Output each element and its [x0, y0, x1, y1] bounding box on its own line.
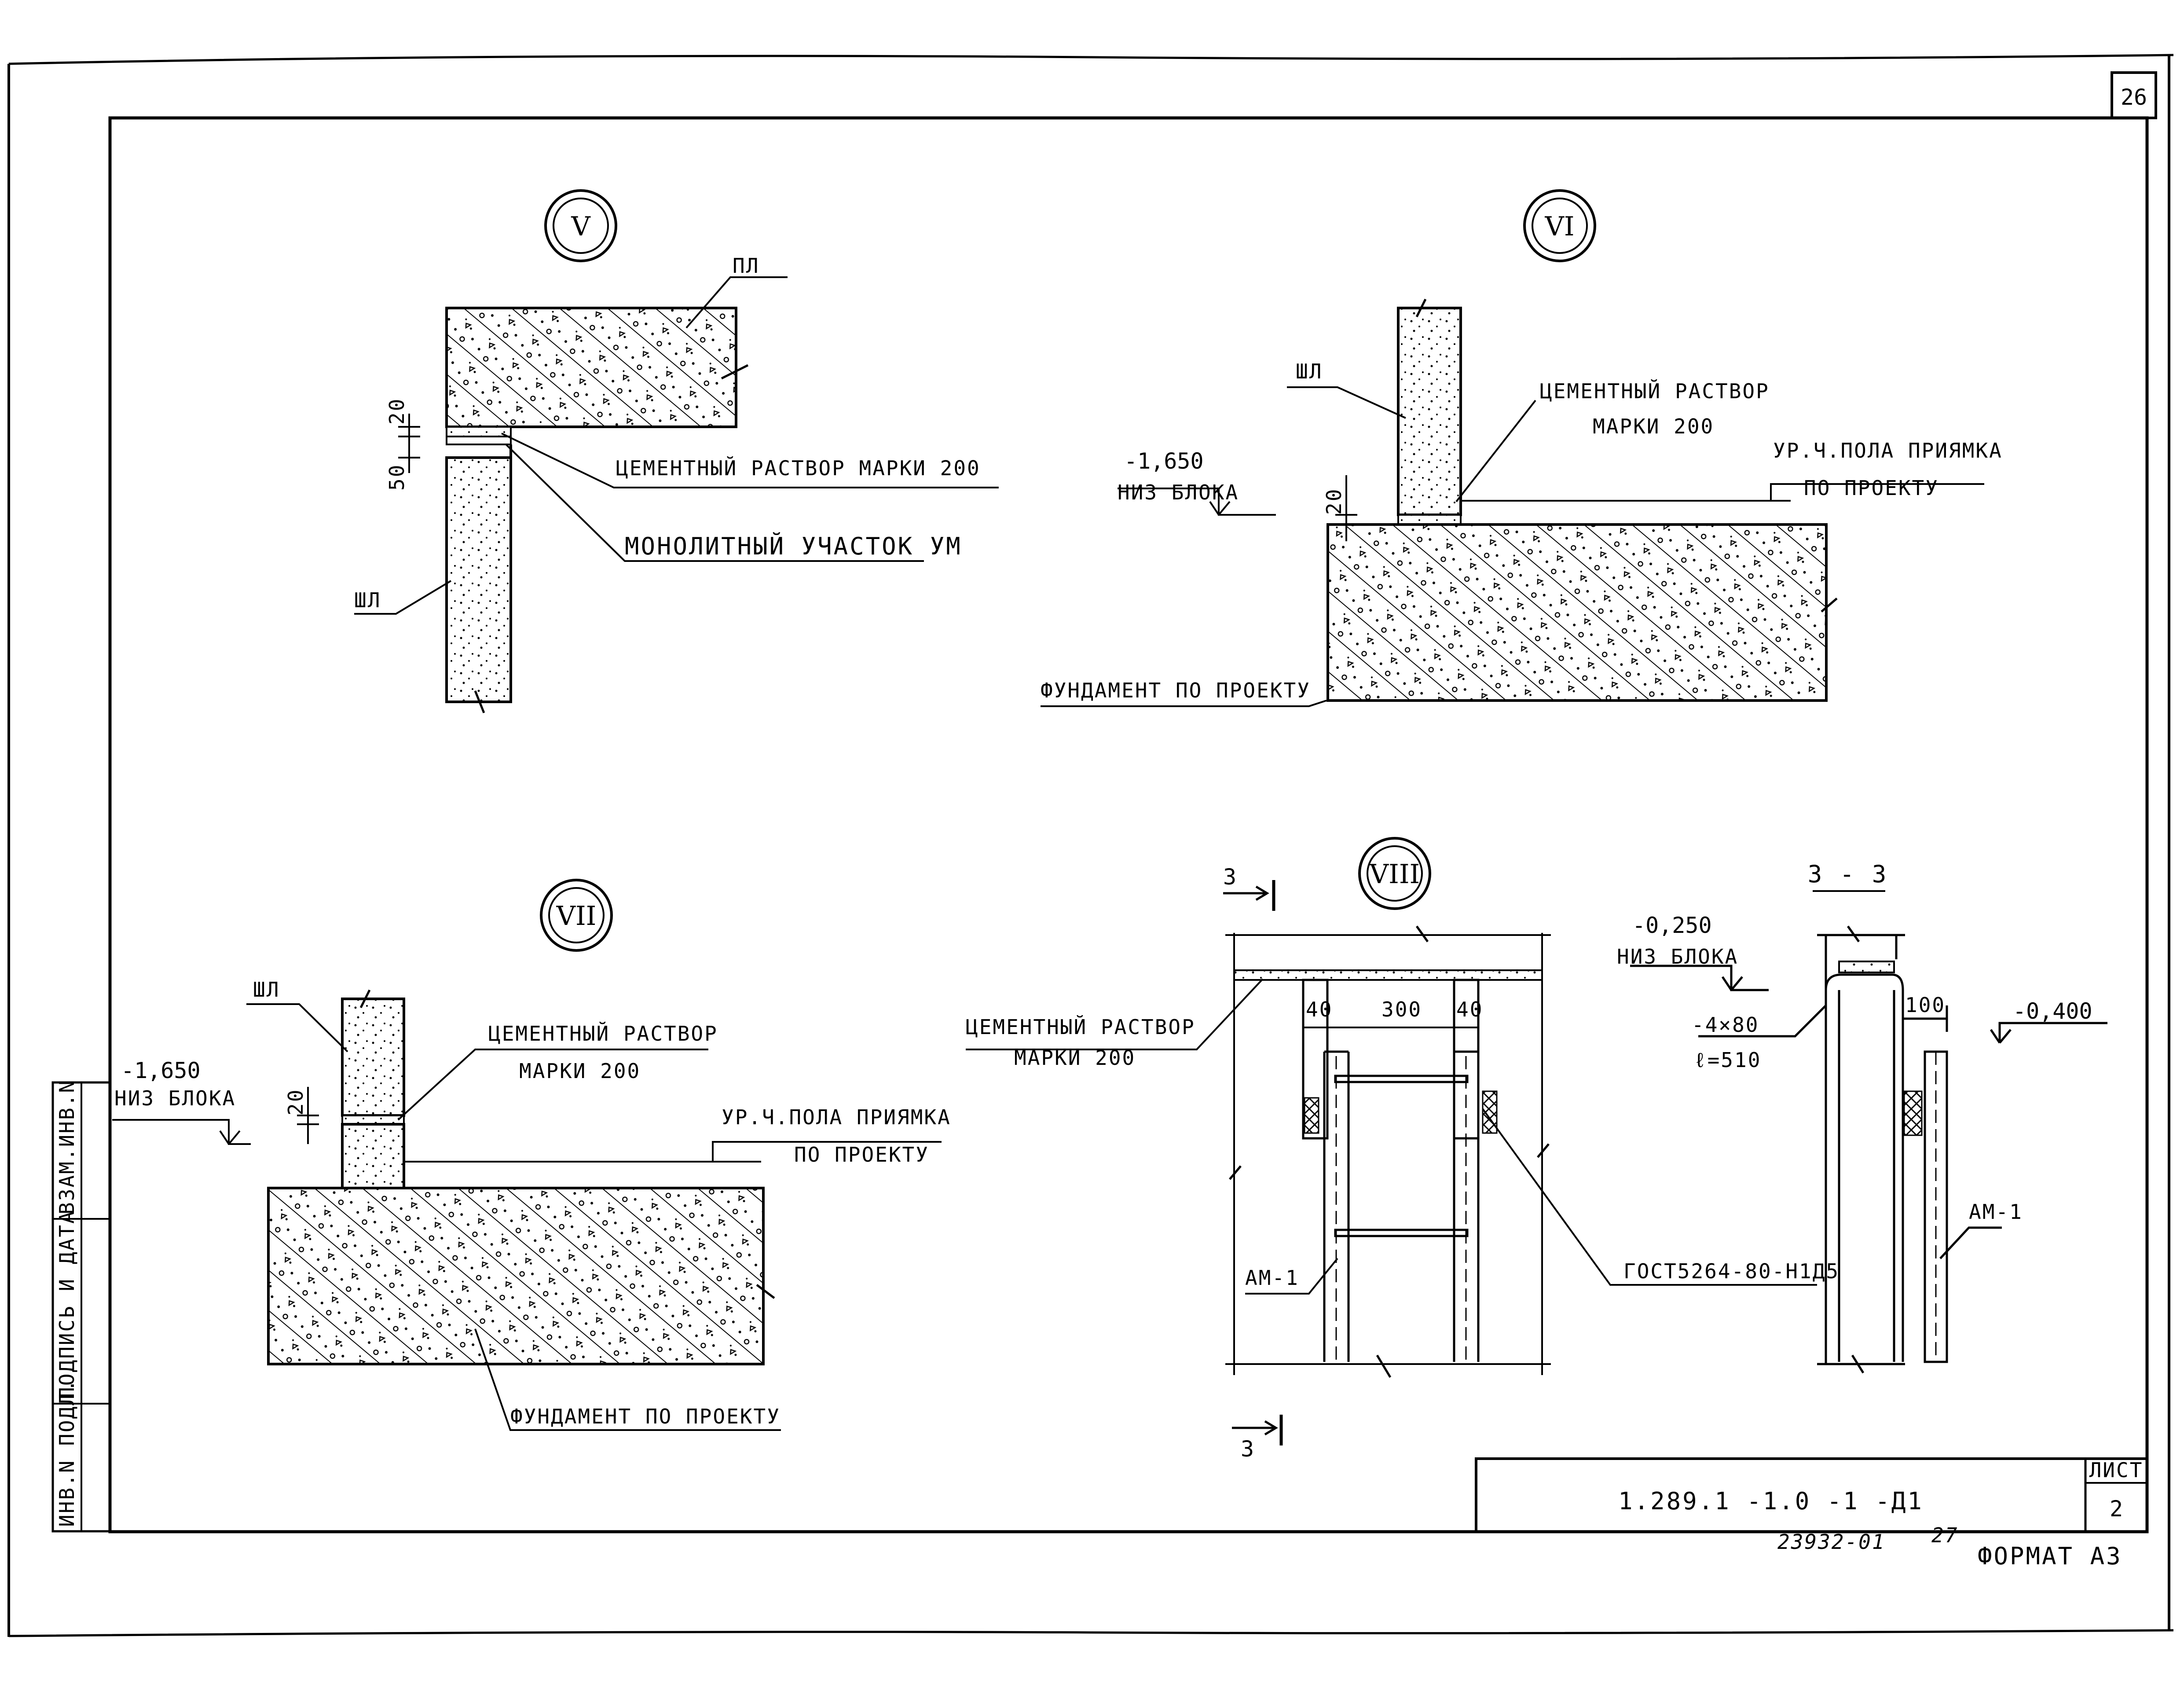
sheet-frame: [7, 54, 2174, 1637]
node-vii-level: -1,650: [121, 1058, 201, 1083]
node-v-label-shl: ШЛ: [354, 588, 381, 612]
page-number: 26: [2121, 84, 2147, 110]
node-vii-level-note: НИЗ БЛОКА: [114, 1086, 236, 1110]
section-mark-bottom-label: 3: [1241, 1436, 1254, 1462]
node-v-mortar-layer: [446, 426, 512, 437]
section-3-3-plate-length: ℓ=510: [1694, 1048, 1761, 1072]
node-vi-level: -1,650: [1124, 448, 1204, 474]
node-v-marker: V: [544, 189, 617, 262]
section-3-3-level-right: -0,400: [2013, 998, 2092, 1024]
node-v-label-monolith: МОНОЛИТНЫЙ УЧАСТОК УМ: [625, 532, 962, 560]
sheet-number: 2: [2110, 1496, 2123, 1522]
node-vii-wall-lower: [341, 1123, 405, 1189]
node-vi-label-foundation: ФУНДАМЕНТ ПО ПРОЕКТУ: [1041, 679, 1311, 702]
node-vii-label-shl: ШЛ: [253, 978, 280, 1001]
node-v-slab: [445, 307, 737, 428]
node-viii-label-gost: ГОСТ5264-80-Н1Д5: [1623, 1259, 1840, 1283]
node-vi-marker: VI: [1523, 189, 1596, 262]
node-vii-wall-panel: [341, 998, 405, 1117]
node-viii-weld-left: [1304, 1097, 1319, 1134]
node-viii-label-mortar-2: МАРКИ 200: [1014, 1046, 1136, 1070]
node-viii-label-am: АМ-1: [1245, 1266, 1299, 1290]
node-v: V ПЛ ЦЕМЕНТНЫЙ РАСТВОР МАРКИ 200 МОНОЛИТ…: [354, 189, 999, 713]
node-v-wall-panel: [445, 456, 512, 703]
node-v-dim-50: 50: [385, 464, 409, 491]
node-vi: VI ШЛ ЦЕМЕНТНЫЙ РАСТВОР МАРКИ 200 УР.Ч.П…: [1041, 189, 2003, 707]
node-vii-label-floor-1: УР.Ч.ПОЛА ПРИЯМКА: [722, 1105, 951, 1129]
node-viii-label-mortar-1: ЦЕМЕНТНЫЙ РАСТВОР: [966, 1015, 1195, 1039]
node-vii-dim-20: 20: [284, 1089, 308, 1115]
node-vii-label-foundation: ФУНДАМЕНТ ПО ПРОЕКТУ: [510, 1405, 781, 1428]
node-viii-marker: VIII: [1358, 837, 1431, 910]
page-number-box: 26: [2111, 71, 2157, 119]
node-vii-marker: VII: [540, 879, 613, 952]
section-3-3-dim-100: 100: [1905, 993, 1946, 1017]
section-3-3-label-am: АМ-1: [1969, 1200, 2023, 1224]
node-v-label-pl: ПЛ: [733, 254, 759, 278]
section-mark-bottom: [1232, 1415, 1283, 1445]
node-vi-wall-panel: [1397, 307, 1462, 516]
archive-sub: 27: [1931, 1523, 1958, 1547]
side-stamp-inv: ИНВ.N ПОДЛ.: [55, 1378, 79, 1527]
node-v-id: V: [571, 211, 591, 242]
sheet-label: ЛИСТ: [2089, 1458, 2144, 1482]
section-3-3-level-top: -0,250: [1632, 913, 1712, 938]
section-mark-top-label: 3: [1223, 864, 1236, 890]
section-mark-top: [1223, 880, 1275, 911]
node-v-monolith: [446, 436, 512, 445]
title-block: 1.289.1 -1.0 -1 -Д1 ЛИСТ 2: [1475, 1457, 2148, 1533]
node-vi-label-mortar-2: МАРКИ 200: [1593, 414, 1714, 438]
node-viii-dim-300: 300: [1381, 998, 1422, 1021]
node-vii: VII ШЛ ЦЕМЕНТНЫЙ РАСТВОР МАРКИ 200 УР.Ч.…: [112, 879, 951, 1431]
side-stamp-sign: ПОДПИСЬ И ДАТА: [55, 1210, 79, 1399]
node-vi-level-note: НИЗ БЛОКА: [1118, 481, 1239, 504]
drawing-designation: 1.289.1 -1.0 -1 -Д1: [1618, 1487, 1924, 1515]
side-stamp: ИНВ.N ПОДЛ. ПОДПИСЬ И ДАТА ВЗАМ.ИНВ.N: [51, 1079, 111, 1533]
node-vi-id: VI: [1544, 211, 1574, 242]
node-vi-dim-20: 20: [1322, 488, 1346, 515]
node-viii-dim-40-left: 40: [1306, 998, 1333, 1021]
section-3-3-plate: -4×80: [1692, 1013, 1759, 1037]
node-vi-label-floor-2: ПО ПРОЕКТУ: [1804, 476, 1939, 500]
section-3-3-mortar: [1838, 961, 1895, 973]
node-vi-label-floor-1: УР.Ч.ПОЛА ПРИЯМКА: [1773, 439, 2003, 462]
node-viii: VIII 3 3: [966, 837, 1840, 1462]
node-vii-id: VII: [556, 901, 597, 932]
format-label: ФОРМАТ А3: [1978, 1542, 2122, 1570]
section-3-3-title: 3 - 3: [1808, 860, 1888, 888]
section-3-3-level-note: НИЗ БЛОКА: [1617, 945, 1738, 968]
node-vi-mortar-layer: [1397, 514, 1462, 525]
node-vii-label-mortar-2: МАРКИ 200: [519, 1059, 641, 1083]
node-viii-mortar-layer: [1233, 969, 1543, 981]
node-vii-foundation: [267, 1187, 765, 1365]
node-v-label-mortar: ЦЕМЕНТНЫЙ РАСТВОР МАРКИ 200: [616, 456, 981, 480]
node-vi-foundation: [1327, 523, 1828, 702]
side-stamp-replace: ВЗАМ.ИНВ.N: [55, 1079, 79, 1214]
node-vi-label-mortar-1: ЦЕМЕНТНЫЙ РАСТВОР: [1540, 379, 1770, 403]
archive-number: 23932-01: [1777, 1530, 1886, 1554]
node-viii-id: VIII: [1369, 859, 1420, 890]
node-vii-label-mortar-1: ЦЕМЕНТНЫЙ РАСТВОР: [488, 1022, 718, 1045]
node-vi-label-shl: ШЛ: [1296, 359, 1323, 383]
section-3-3-weld: [1903, 1090, 1923, 1136]
node-viii-dim-40-right: 40: [1456, 998, 1483, 1021]
section-3-3: 3 - 3 -0,250 НИЗ БЛОКА: [1617, 860, 2107, 1374]
node-vii-label-floor-2: ПО ПРОЕКТУ: [794, 1143, 929, 1166]
node-v-dim-20: 20: [385, 398, 409, 425]
